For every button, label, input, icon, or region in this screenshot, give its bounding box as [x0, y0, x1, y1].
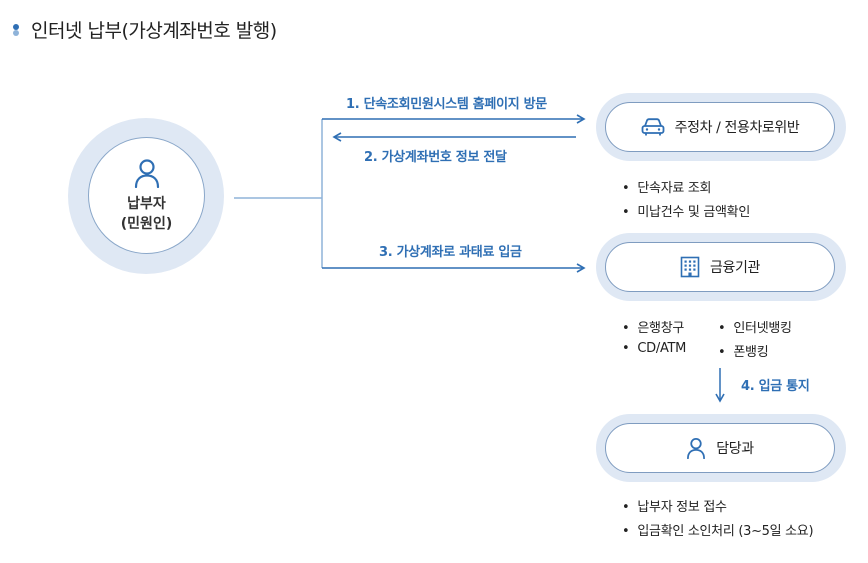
list-item: 인터넷뱅킹 [718, 317, 792, 336]
person-icon [134, 158, 159, 188]
arrow-3-label: 3. 가상계좌로 과태료 입금 [379, 245, 522, 260]
list-item: 납부자 정보 접수 [622, 496, 727, 515]
parking-violation-box: 주정차 / 전용차로위반 [605, 102, 835, 152]
parking-violation-label: 주정차 / 전용차로위반 [674, 120, 800, 136]
bank-label: 금융기관 [710, 260, 760, 276]
building-icon [680, 256, 700, 278]
bank-box: 금융기관 [605, 242, 835, 292]
car-icon [641, 118, 665, 136]
list-item: 단속자료 조회 [622, 177, 711, 196]
list-item: 폰뱅킹 [718, 341, 768, 360]
arrow-4-label: 4. 입금 통지 [741, 379, 810, 394]
responsible-department-box: 담당과 [605, 423, 835, 473]
page-title: 인터넷 납부(가상계좌번호 발행) [31, 20, 277, 42]
list-item: 은행창구 [622, 317, 684, 336]
list-item: 미납건수 및 금액확인 [622, 201, 750, 220]
list-item: CD/ATM [622, 341, 686, 356]
responsible-department-label: 담당과 [716, 441, 754, 457]
payer-sublabel: (민원인) [120, 215, 173, 232]
title-bullet-icon [13, 23, 19, 36]
page-header: 인터넷 납부(가상계좌번호 발행) [13, 16, 277, 43]
payer-label: 납부자 [127, 195, 166, 212]
arrow-2-label: 2. 가상계좌번호 정보 전달 [364, 150, 507, 165]
arrow-1-label: 1. 단속조회민원시스템 홈페이지 방문 [346, 97, 547, 112]
person-icon [687, 437, 706, 459]
list-item: 입금확인 소인처리 (3~5일 소요) [622, 520, 813, 539]
payer-node: 납부자 (민원인) [88, 137, 205, 254]
